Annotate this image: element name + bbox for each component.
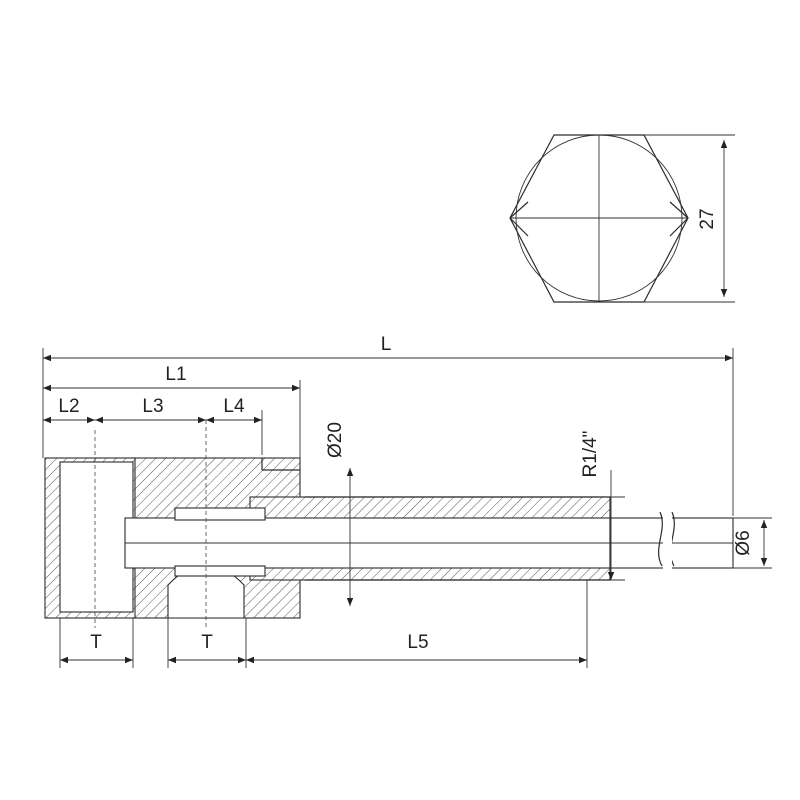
inner-bore-step-lower: [174, 565, 266, 577]
dimension-label-t-right: T: [201, 632, 213, 653]
hex-chamfer-bottom-left: [509, 217, 529, 237]
dimension-label-27: 27: [697, 208, 718, 229]
dimensions: L L1 L2 L3 L4 T T L5 Ø20 R1/4" Ø6: [42, 334, 772, 668]
dimension-label-r14: R1/4": [580, 431, 601, 478]
hex-chamfer-bottom-right: [669, 217, 689, 237]
inner-bore-step: [174, 507, 266, 521]
hex-end-view: 27: [509, 134, 735, 303]
left-socket-bore: [59, 461, 134, 613]
dimension-label-l3: L3: [142, 396, 163, 417]
dimension-label-l2: L2: [58, 396, 79, 417]
thermowell-section-view: [44, 420, 734, 628]
dimension-label-d20: Ø20: [325, 422, 346, 458]
dimension-label-l5: L5: [407, 632, 428, 653]
dimension-label-d6: Ø6: [733, 530, 754, 555]
dimension-label-l: L: [381, 334, 392, 355]
dimension-label-l4: L4: [223, 396, 245, 417]
dimension-label-t-left: T: [90, 632, 102, 653]
break-mark-left: [658, 511, 663, 567]
break-gap: [663, 514, 672, 570]
hex-chamfer-top-left: [509, 201, 529, 219]
dimension-label-l1: L1: [165, 364, 186, 385]
hex-chamfer-top-right: [669, 201, 689, 219]
